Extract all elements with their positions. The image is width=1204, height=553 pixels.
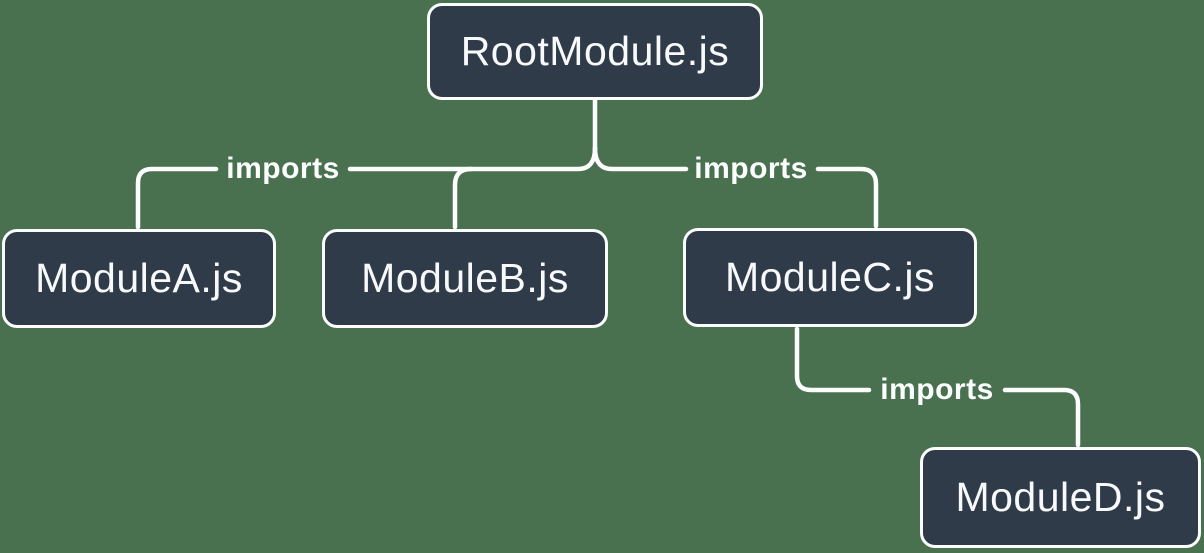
- node-module-a-label: ModuleA.js: [35, 255, 243, 301]
- edge-to-module-d: [1002, 387, 1081, 448]
- edge-root-right-branch: [592, 145, 689, 172]
- node-root-module-label: RootModule.js: [460, 28, 730, 74]
- node-module-d-label: ModuleD.js: [955, 474, 1166, 520]
- node-module-c-label: ModuleC.js: [724, 254, 936, 300]
- edge-label-imports-c-to-d: imports: [880, 373, 994, 406]
- edge-root-left-branch: [347, 145, 598, 172]
- edge-c-stem: [794, 326, 872, 393]
- node-module-a: ModuleA.js: [2, 229, 276, 328]
- edge-to-module-b: [452, 166, 474, 230]
- node-module-c: ModuleC.js: [683, 228, 977, 327]
- edge-to-module-c: [815, 166, 879, 229]
- node-module-b: ModuleB.js: [322, 229, 608, 328]
- edge-to-module-a: [135, 166, 219, 230]
- node-module-d: ModuleD.js: [920, 447, 1201, 548]
- node-module-b-label: ModuleB.js: [361, 255, 569, 301]
- edge-label-imports-right: imports: [694, 152, 808, 185]
- node-root-module: RootModule.js: [427, 3, 763, 100]
- edge-label-imports-left: imports: [226, 152, 340, 185]
